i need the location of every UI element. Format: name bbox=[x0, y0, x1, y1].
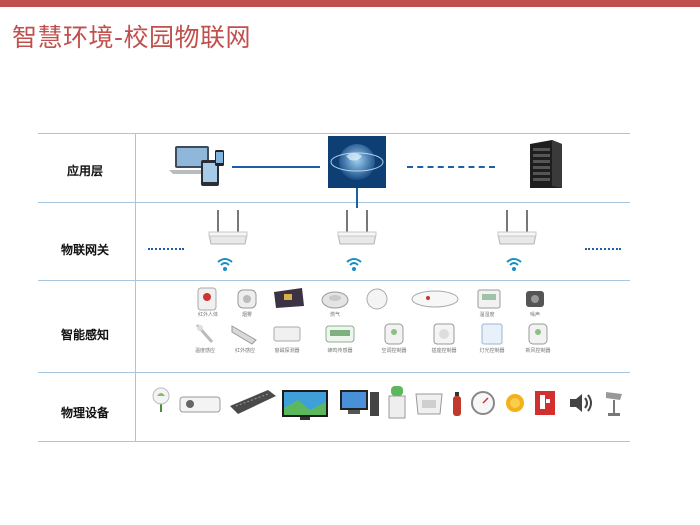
window-sensor-icon bbox=[273, 326, 301, 342]
wifi-signal-icon bbox=[346, 258, 362, 271]
sun-icon bbox=[506, 394, 524, 412]
dashed-connector bbox=[407, 166, 495, 168]
smoke-sensor-icon bbox=[237, 289, 257, 309]
globe-cloud-icon bbox=[328, 136, 386, 188]
sensor-label: 红外感应 bbox=[234, 348, 255, 354]
router-icon bbox=[497, 210, 537, 245]
layer-label-sensing: 智能感知 bbox=[60, 328, 109, 342]
display-screen-icon bbox=[282, 390, 328, 420]
divider-top bbox=[38, 133, 630, 134]
temp-probe-icon bbox=[195, 324, 214, 343]
sensor-label: 蜂鸣传感器 bbox=[327, 348, 353, 354]
sensor-label: 红外人体 bbox=[197, 312, 218, 318]
fire-alarm-sign-icon bbox=[535, 391, 555, 415]
bulb-plant-icon bbox=[152, 387, 170, 412]
ceiling-detector-icon bbox=[411, 290, 459, 308]
pir-sensor-icon bbox=[197, 287, 217, 311]
sensor-label: 温度感应 bbox=[194, 348, 215, 354]
server-icon bbox=[530, 140, 562, 188]
fire-extinguisher-icon bbox=[453, 392, 461, 416]
camera-icon bbox=[606, 392, 622, 416]
wifi-signal-icon bbox=[217, 258, 233, 271]
sensor-label: 空调控制器 bbox=[381, 348, 407, 354]
temp-humidity-sensor-icon bbox=[477, 289, 501, 309]
divider-3 bbox=[38, 372, 630, 373]
sensor-label: 插座控制器 bbox=[431, 348, 457, 354]
solid-connector bbox=[232, 166, 320, 168]
dotted-connector-left bbox=[148, 248, 184, 250]
label-column-divider bbox=[135, 133, 136, 441]
vertical-connector bbox=[356, 188, 358, 208]
divider-2 bbox=[38, 280, 630, 281]
gauge-icon bbox=[471, 391, 495, 415]
sensor-label: 灯光控制器 bbox=[479, 348, 505, 354]
ceiling-ac-icon bbox=[415, 393, 443, 415]
buzzer-sensor-icon bbox=[325, 325, 355, 343]
top-accent-bar bbox=[0, 0, 700, 7]
curtain-controller-icon bbox=[528, 323, 548, 345]
sensor-label: 窗磁探测器 bbox=[274, 348, 300, 354]
dotted-connector-right bbox=[585, 248, 621, 250]
sensor-label: 温湿度 bbox=[479, 312, 495, 318]
layer-label-physical: 物理设备 bbox=[60, 406, 109, 420]
audio-mixer-icon bbox=[230, 390, 276, 414]
ir-sensor-icon bbox=[231, 325, 257, 345]
gas-sensor-icon bbox=[321, 291, 349, 309]
sensor-label: 烟雾 bbox=[241, 312, 252, 318]
noise-sensor-icon bbox=[526, 291, 544, 307]
light-controller-icon bbox=[481, 323, 503, 345]
layer-label-gateway: 物联网关 bbox=[60, 243, 109, 257]
divider-1 bbox=[38, 202, 630, 203]
sensor-label: 噪声 bbox=[529, 312, 540, 318]
page-title: 智慧环境-校园物联网 bbox=[12, 23, 252, 52]
divider-bottom bbox=[38, 441, 630, 442]
wifi-signal-icon bbox=[506, 258, 522, 271]
router-icon bbox=[208, 210, 248, 245]
desktop-computer-icon bbox=[340, 390, 379, 416]
sensor-label: 燃气 bbox=[329, 312, 340, 318]
ac-controller-icon bbox=[384, 323, 404, 345]
ceiling-sensor-icon bbox=[366, 288, 388, 310]
layer-label-application: 应用层 bbox=[66, 164, 103, 178]
router-icon bbox=[337, 210, 377, 245]
projector-icon bbox=[179, 396, 221, 413]
socket-controller-icon bbox=[433, 323, 455, 345]
sensor-label: 新风控制器 bbox=[525, 348, 551, 354]
circuit-board-icon bbox=[274, 288, 304, 308]
speaker-icon bbox=[570, 394, 592, 412]
laptop-tablet-phone-icon bbox=[169, 146, 224, 186]
water-dispenser-icon bbox=[388, 386, 406, 419]
